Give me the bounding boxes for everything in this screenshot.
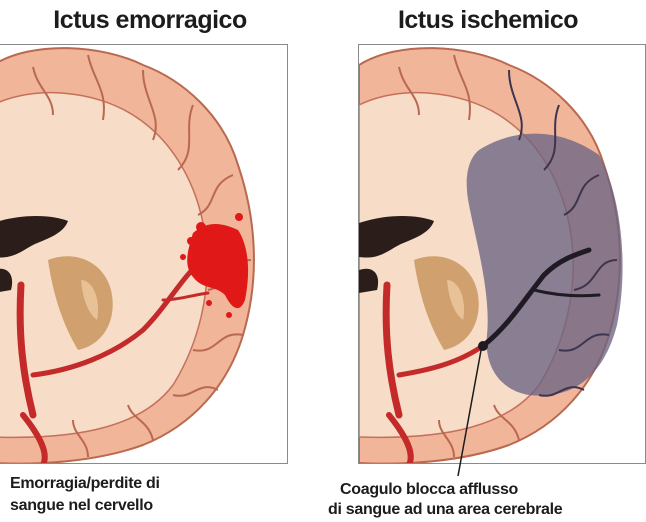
ischemic-caption-line-1: Coagulo blocca afflusso [340,480,518,500]
hemorrhagic-caption-line-2: sangue nel cervello [10,496,153,516]
ischemic-caption-line-2: di sangue ad una area cerebrale [328,500,562,520]
hemorrhagic-caption-line-1: Emorragia/perdite di [10,474,160,494]
